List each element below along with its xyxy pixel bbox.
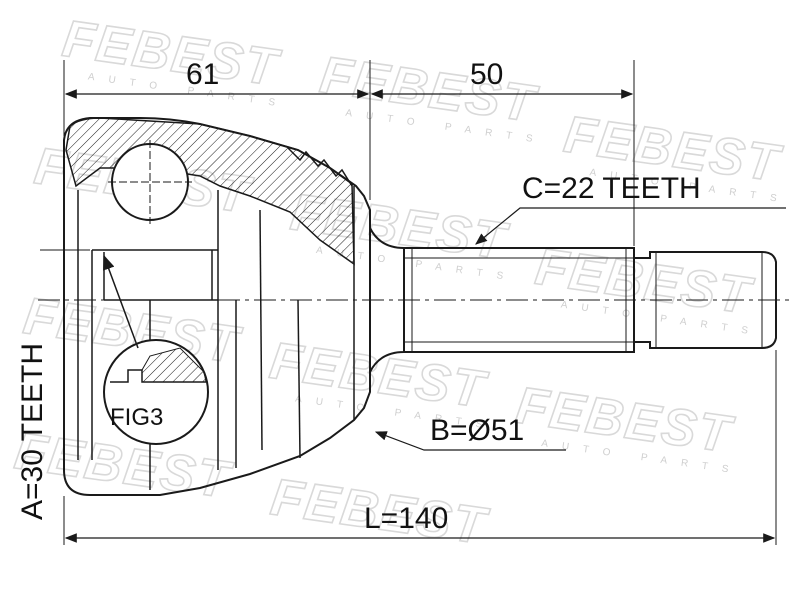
- output-shaft: [369, 227, 777, 373]
- fig3-label: FIG3: [110, 404, 163, 431]
- dimension-50: 50: [370, 58, 635, 246]
- dimension-61: 61: [63, 58, 371, 200]
- outer-joint-body: [63, 117, 371, 496]
- callout-b: B=Ø51: [374, 414, 566, 451]
- spline-section: [403, 247, 635, 353]
- dimension-50-label: 50: [470, 58, 503, 91]
- total-length-label: L=140: [364, 502, 448, 535]
- dimension-61-label: 61: [186, 58, 219, 91]
- spline-a-label: A=30 TEETH: [16, 343, 49, 520]
- callout-c: C=22 TEETH: [475, 172, 786, 245]
- fig3-detail: FIG3: [103, 254, 209, 445]
- threaded-end: [634, 251, 777, 349]
- callout-a: A=30 TEETH: [16, 249, 90, 520]
- dimension-140: L=140: [63, 350, 777, 545]
- spline-c-label: C=22 TEETH: [522, 172, 701, 205]
- diameter-b-label: B=Ø51: [430, 414, 524, 447]
